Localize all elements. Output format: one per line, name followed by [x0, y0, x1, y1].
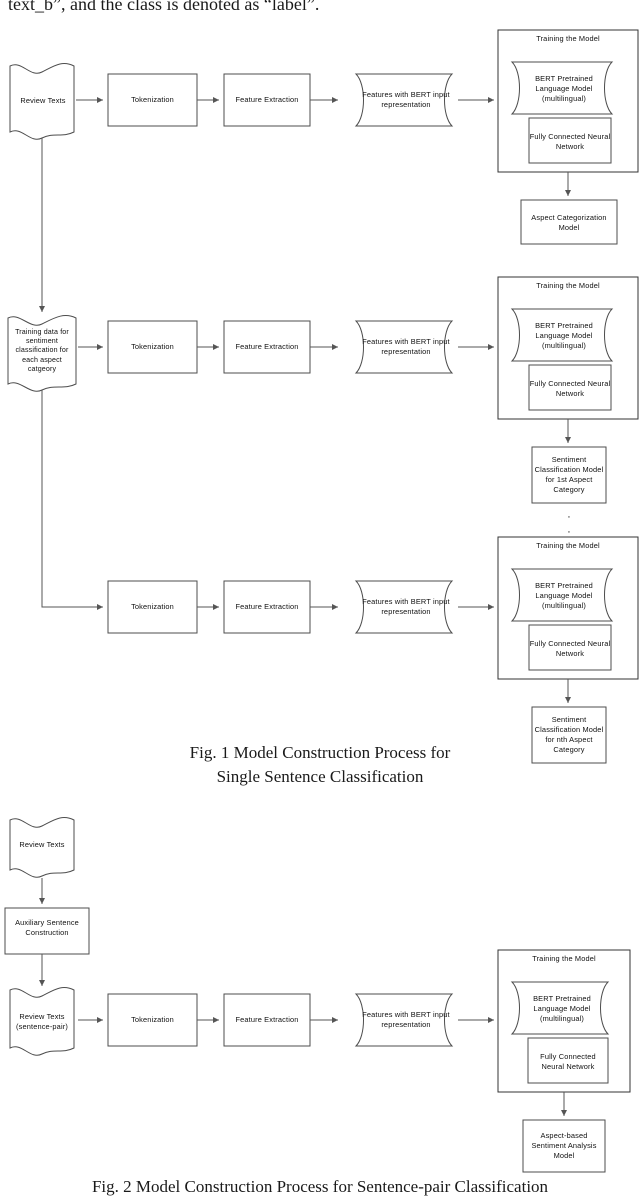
vertical-ellipsis-dot-1: · [567, 511, 571, 523]
figure-1-caption-line-1: Fig. 1 Model Construction Process for [189, 743, 451, 762]
vertical-ellipsis-dot-3: · [567, 541, 571, 553]
figure-2-flowchart [4, 817, 631, 1173]
figure-1-caption-line-2: Single Sentence Classification [216, 767, 424, 786]
body-text-fragment: text_b”, and the class is denoted as “la… [8, 0, 320, 14]
figure-2-caption: Fig. 2 Model Construction Process for Se… [91, 1177, 549, 1196]
figure-1-flowchart [7, 29, 639, 764]
vertical-ellipsis-dot-2: · [567, 526, 571, 538]
